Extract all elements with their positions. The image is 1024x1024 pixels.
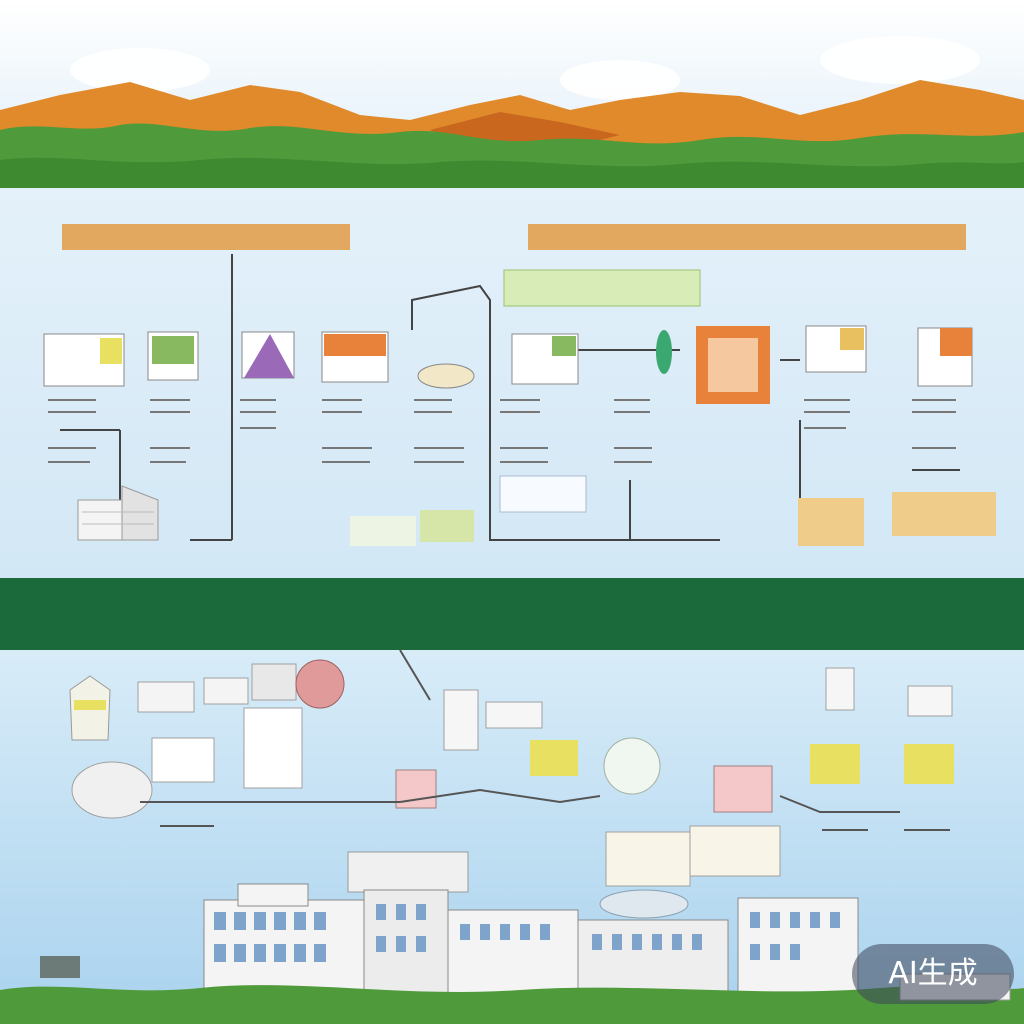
card-caption-lines [48, 399, 956, 463]
document-card-icon [907, 685, 953, 717]
ribbon-left-label [62, 222, 350, 252]
document-card-icon [203, 677, 249, 705]
document-card-icon [43, 333, 125, 387]
factory-icon [40, 956, 80, 978]
page-title [200, 20, 824, 68]
ground-greenery [0, 985, 1024, 1024]
document-card-icon [805, 325, 867, 373]
document-card-icon [713, 765, 773, 813]
header-label-right [814, 78, 884, 112]
header-label-center [364, 76, 544, 110]
watermark-text: AI生成 [888, 956, 978, 991]
document-card-icon [825, 667, 855, 711]
document-card-icon [605, 831, 691, 887]
document-card-icon [443, 689, 479, 751]
lower-label-right [806, 848, 986, 892]
document-card-icon [656, 330, 672, 374]
green-band [0, 578, 1024, 650]
green-header-tile [503, 269, 701, 307]
tag-tile [904, 744, 954, 784]
document-card-icon [485, 701, 543, 729]
document-card-icon [243, 707, 303, 789]
tag-tile [810, 744, 860, 784]
document-card-icon [417, 363, 475, 389]
circle-badge-icon [295, 659, 345, 709]
tag-tiles [350, 492, 996, 546]
document-card-icon [511, 333, 579, 385]
connector-lines [60, 254, 960, 541]
building-icon [69, 675, 153, 819]
document-card-icon [251, 663, 297, 701]
document-card-icon [689, 825, 781, 877]
document-card-icon [696, 326, 770, 404]
lower-connector-lines [140, 649, 950, 831]
building-icon [77, 485, 159, 541]
ribbon-left [62, 224, 350, 250]
document-card-icon [241, 331, 295, 379]
lower-label-left [48, 848, 218, 892]
circle-badge-icon [603, 737, 661, 795]
document-card-icon [137, 681, 195, 713]
document-card-icon [321, 331, 389, 383]
platform-icon [599, 889, 689, 919]
ai-generated-watermark: AI生成 [852, 944, 1014, 1004]
header-label-left [168, 76, 228, 110]
document-card-row [43, 325, 973, 404]
document-card-icon [917, 327, 973, 387]
lower-diagram-items [69, 659, 954, 919]
city-skyline-icon [203, 851, 859, 1001]
band-headline [10, 588, 1014, 642]
ribbon-right [528, 224, 966, 250]
forest-foreground [0, 157, 1024, 195]
tag-tile [530, 740, 578, 776]
document-card-icon [147, 331, 199, 381]
clouds [70, 36, 980, 100]
document-card-icon [151, 737, 215, 783]
ribbon-right-label [528, 222, 966, 252]
panel-card [499, 475, 587, 513]
